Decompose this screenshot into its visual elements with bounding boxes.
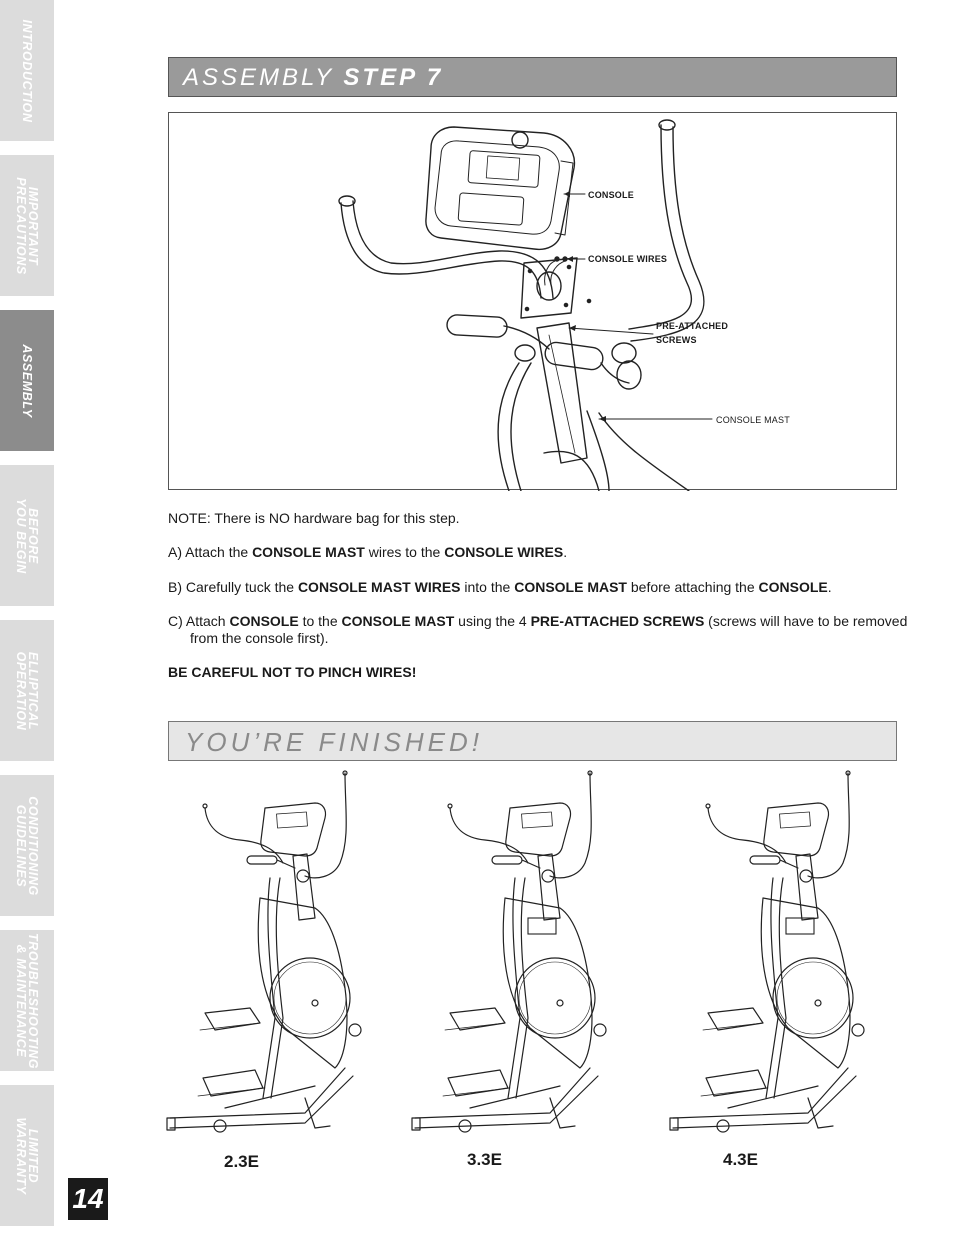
finished-header: YOU’RE FINISHED! [168,721,897,761]
instruction-b: B) Carefully tuck the CONSOLE MAST WIRES… [168,579,900,596]
model-label-3-3e: 3.3E [467,1150,502,1169]
text: before attaching the [626,579,759,595]
emphasis: CONSOLE [758,579,828,595]
tab-elliptical-operation[interactable]: ELLIPTICAL OPERATION [0,620,54,761]
text: (screws will have to be removed from the… [190,613,908,646]
callout-console-mast: CONSOLE MAST [716,415,790,425]
tab-introduction[interactable]: INTRODUCTION [0,0,54,141]
tab-important-precautions[interactable]: IMPORTANT PRECAUTIONS [0,155,54,296]
step-title: ASSEMBLY STEP 7 [183,64,443,92]
model-label-2-3e: 2.3E [224,1152,259,1171]
tab-label: IMPORTANT PRECAUTIONS [14,176,40,275]
model-3-3e-illustration [411,770,607,1133]
tab-label: CONDITIONING GUIDELINES [14,795,40,896]
tab-label: TROUBLESHOOTING & MAINTENANCE [14,932,40,1069]
callout-pre-attached-screws: PRE-ATTACHED SCREWS [656,319,728,347]
text: into the [460,579,515,595]
step-header: ASSEMBLY STEP 7 [168,57,897,97]
tab-label: LIMITED WARRANTY [14,1116,40,1195]
emphasis: CONSOLE MAST [341,613,455,629]
tab-before-you-begin[interactable]: BEFORE YOU BEGIN [0,465,54,606]
callout-line: SCREWS [656,335,697,345]
tab-label: BEFORE YOU BEGIN [14,497,40,574]
warning-text: BE CAREFUL NOT TO PINCH WIRES! [168,664,417,680]
text: A) Attach the [168,544,253,560]
text: using the 4 [454,613,531,629]
finished-title: YOU’RE FINISHED! [185,727,484,757]
tab-label: INTRODUCTION [20,18,34,123]
model-4-3e-illustration [669,770,865,1133]
text: to the [298,613,342,629]
emphasis: CONSOLE [229,613,299,629]
model-2-3e-illustration [166,770,362,1133]
step-title-number: STEP 7 [343,64,444,91]
instruction-c: C) Attach CONSOLE to the CONSOLE MAST us… [168,613,922,647]
tab-label: ELLIPTICAL OPERATION [14,651,40,730]
emphasis: CONSOLE MAST [514,579,627,595]
tab-assembly[interactable]: ASSEMBLY [0,310,54,451]
tab-limited-warranty[interactable]: LIMITED WARRANTY [0,1085,54,1226]
console-assembly-illustration [338,119,713,491]
text: C) Attach [168,613,230,629]
text: wires to the [364,544,445,560]
section-sidebar: INTRODUCTION IMPORTANT PRECAUTIONS ASSEM… [0,0,54,1235]
instruction-a: A) Attach the CONSOLE MAST wires to the … [168,544,900,561]
text: B) Carefully tuck the [168,579,298,595]
model-label-4-3e: 4.3E [723,1150,758,1169]
emphasis: PRE-ATTACHED SCREWS [530,613,705,629]
tab-label: ASSEMBLY [20,343,34,418]
emphasis: CONSOLE MAST [252,544,365,560]
tab-conditioning-guidelines[interactable]: CONDITIONING GUIDELINES [0,775,54,916]
tab-troubleshooting-maintenance[interactable]: TROUBLESHOOTING & MAINTENANCE [0,930,54,1071]
callout-console-wires: CONSOLE WIRES [588,254,668,264]
text: . [563,544,568,560]
callout-line: PRE-ATTACHED [656,321,729,331]
text: . [827,579,832,595]
assembly-diagram: CONSOLE CONSOLE WIRES PRE-ATTACHED SCREW… [168,112,897,491]
step-title-prefix: ASSEMBLY [183,64,334,91]
emphasis: CONSOLE MAST WIRES [297,579,461,595]
note-text: NOTE: There is NO hardware bag for this … [168,510,460,526]
page-number: 14 [68,1178,108,1220]
callout-console: CONSOLE [588,190,634,200]
emphasis: CONSOLE WIRES [444,544,564,560]
